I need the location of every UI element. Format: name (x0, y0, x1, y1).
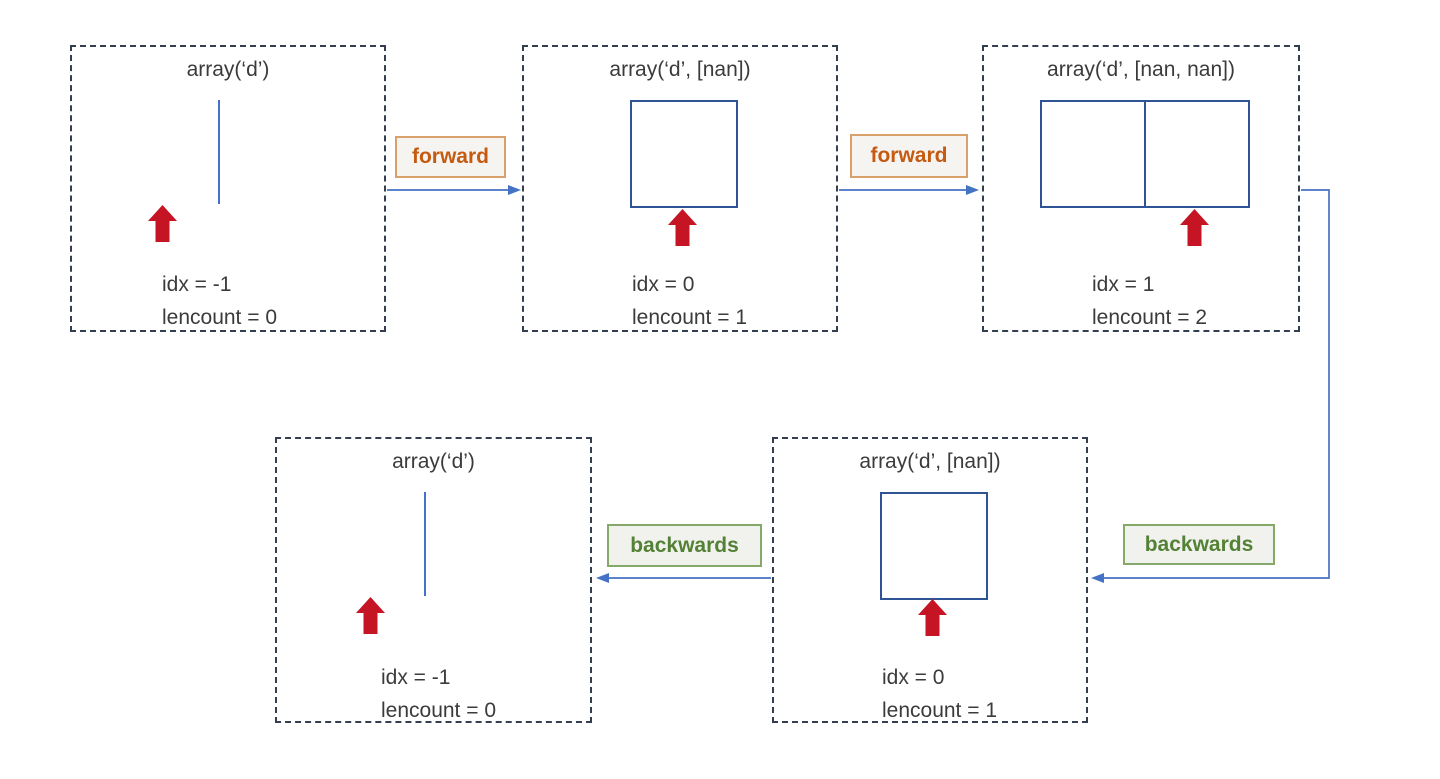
array-cells (1040, 100, 1250, 208)
index-pointer-up-icon (918, 599, 947, 636)
state-box-one-cell-forward: array(‘d’, [nan]) idx = 0 lencount = 1 (522, 45, 838, 332)
idx-value: idx = 0 (882, 666, 945, 689)
array-cells (880, 492, 988, 600)
forward-arrow-1 (387, 185, 521, 195)
state-box-empty-end: array(‘d’) idx = -1 lencount = 0 (275, 437, 592, 723)
idx-value: idx = -1 (162, 273, 232, 296)
state-box-two-cells: array(‘d’, [nan, nan]) idx = 1 lencount … (982, 45, 1300, 332)
state-meta: idx = 0 lencount = 1 (882, 661, 997, 727)
forward-arrow-2 (839, 185, 979, 195)
array-cell (882, 494, 986, 598)
state-box-empty-start: array(‘d’) idx = -1 lencount = 0 (70, 45, 386, 332)
state-meta: idx = 1 lencount = 2 (1092, 268, 1207, 334)
index-pointer-up-icon (1180, 209, 1209, 246)
state-meta: idx = -1 lencount = 0 (162, 268, 277, 334)
empty-array-tick (424, 492, 426, 596)
lencount-value: lencount = 1 (882, 699, 998, 722)
array-title: array(‘d’, [nan]) (609, 58, 751, 81)
array-title: array(‘d’, [nan, nan]) (1047, 58, 1235, 81)
array-title: array(‘d’) (392, 450, 475, 473)
lencount-value: lencount = 1 (632, 306, 748, 329)
lencount-value: lencount = 0 (162, 306, 278, 329)
array-cell (1144, 102, 1248, 206)
array-cell (632, 102, 736, 206)
empty-array-tick (218, 100, 220, 204)
state-meta: idx = -1 lencount = 0 (381, 661, 496, 727)
state-box-one-cell-backwards: array(‘d’, [nan]) idx = 0 lencount = 1 (772, 437, 1088, 723)
index-pointer-up-icon (668, 209, 697, 246)
lencount-value: lencount = 2 (1092, 306, 1208, 329)
lencount-value: lencount = 0 (381, 699, 497, 722)
transition-label-forward-2: forward (850, 134, 968, 178)
array-title: array(‘d’) (186, 58, 270, 81)
index-pointer-up-icon (148, 205, 177, 242)
idx-value: idx = -1 (381, 666, 451, 689)
transition-label-backwards-mid: backwards (607, 524, 762, 567)
index-pointer-up-icon (356, 597, 385, 634)
backwards-arrow-mid (596, 573, 771, 583)
idx-value: idx = 1 (1092, 273, 1155, 296)
transition-label-forward-1: forward (395, 136, 506, 178)
idx-value: idx = 0 (632, 273, 695, 296)
state-meta: idx = 0 lencount = 1 (632, 268, 747, 334)
array-cell (1042, 102, 1144, 206)
transition-label-backwards-right: backwards (1123, 524, 1275, 565)
array-cells (630, 100, 738, 208)
array-title: array(‘d’, [nan]) (859, 450, 1001, 473)
